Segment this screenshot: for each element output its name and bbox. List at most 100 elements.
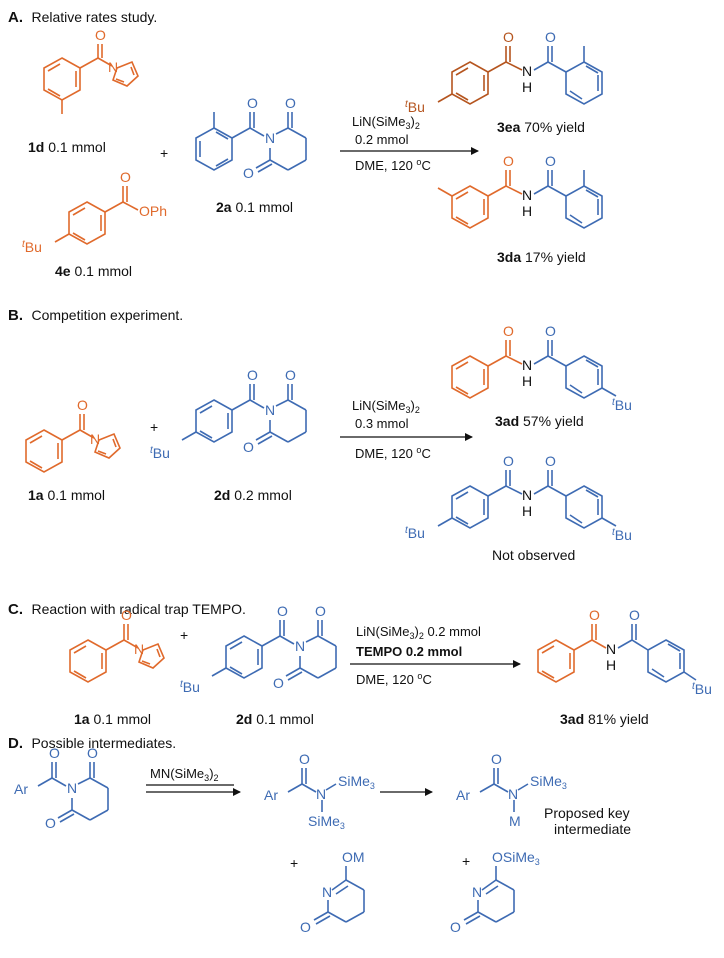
tempo-additive: TEMPO 0.2 mmol xyxy=(356,644,462,659)
molecule-1a-c xyxy=(69,624,165,683)
molecule-2d-c xyxy=(211,620,337,681)
atom-tbu: tBu xyxy=(405,99,425,115)
reagent-lihmds: LiN(SiMe3)2 0.2 mmol xyxy=(356,624,481,641)
atom-ar: Ar xyxy=(456,787,470,803)
reagent-lihmds: LiN(SiMe3)2 xyxy=(352,114,420,131)
atom-o: O xyxy=(95,27,106,43)
atom-o: O xyxy=(285,95,296,111)
section-a: A. Relative rates study. O N 1d 0.1 mmol xyxy=(8,9,603,279)
section-d-heading: D. Possible intermediates. xyxy=(8,735,176,752)
molecule-2d xyxy=(181,384,307,445)
atom-o: O xyxy=(629,607,640,623)
section-c: C. Reaction with radical trap TEMPO. O N… xyxy=(8,601,712,727)
reagent-amount: 0.2 mmol xyxy=(355,132,409,147)
molecule-not-observed xyxy=(437,470,617,529)
label-2d: 2d 0.2 mmol xyxy=(214,487,292,503)
atom-nh: N xyxy=(522,357,532,373)
atom-o: O xyxy=(503,453,514,469)
molecule-1d xyxy=(43,44,139,114)
solvent-temp: DME, 120 oC xyxy=(355,157,431,173)
atom-tbu: tBu xyxy=(22,239,42,255)
plus-sign: + xyxy=(290,855,298,871)
solvent-temp: DME, 120 oC xyxy=(356,671,432,687)
molecule-silyl-iminoether xyxy=(463,866,515,925)
molecule-3ea xyxy=(437,46,603,105)
atom-o: O xyxy=(77,397,88,413)
reagent-mhmds: MN(SiMe3)2 xyxy=(150,766,219,783)
label-2d: 2d 0.1 mmol xyxy=(236,711,314,727)
atom-nh: N xyxy=(522,187,532,203)
atom-sime3: SiMe3 xyxy=(308,813,345,831)
intermediate-label: intermediate xyxy=(554,821,631,837)
label-3ad: 3ad 81% yield xyxy=(560,711,649,727)
solvent-temp: DME, 120 oC xyxy=(355,445,431,461)
atom-o: O xyxy=(545,29,556,45)
atom-o: O xyxy=(315,603,326,619)
atom-nh: N xyxy=(522,487,532,503)
atom-o: O xyxy=(299,751,310,767)
section-c-heading: C. Reaction with radical trap TEMPO. xyxy=(8,601,246,618)
atom-sime3: SiMe3 xyxy=(338,773,375,791)
section-b-heading: B. Competition experiment. xyxy=(8,307,183,324)
atom-n: N xyxy=(90,431,100,447)
atom-sime3: SiMe3 xyxy=(530,773,567,791)
not-observed-label: Not observed xyxy=(492,547,575,563)
atom-o: O xyxy=(503,29,514,45)
atom-o: O xyxy=(45,815,56,831)
atom-h: H xyxy=(522,79,532,95)
atom-o: O xyxy=(545,453,556,469)
atom-ar: Ar xyxy=(264,787,278,803)
atom-osime3: OSiMe3 xyxy=(492,849,540,867)
atom-tbu: tBu xyxy=(692,681,712,697)
atom-o: O xyxy=(285,367,296,383)
atom-oph: OPh xyxy=(139,203,167,219)
atom-o: O xyxy=(450,919,461,935)
atom-h: H xyxy=(522,373,532,389)
atom-o: O xyxy=(247,367,258,383)
reagent-amount: 0.3 mmol xyxy=(355,416,409,431)
atom-n: N xyxy=(472,884,482,900)
atom-o: O xyxy=(300,919,311,935)
atom-tbu: tBu xyxy=(150,445,170,461)
atom-h: H xyxy=(522,203,532,219)
label-1d: 1d 0.1 mmol xyxy=(28,139,106,155)
label-3ad: 3ad 57% yield xyxy=(495,413,584,429)
section-a-heading: A. Relative rates study. xyxy=(8,9,157,26)
plus-sign: + xyxy=(462,853,470,869)
label-3da: 3da 17% yield xyxy=(497,249,586,265)
label-4e: 4e 0.1 mmol xyxy=(55,263,132,279)
atom-h: H xyxy=(606,657,616,673)
atom-o: O xyxy=(49,745,60,761)
atom-o: O xyxy=(277,603,288,619)
atom-tbu: tBu xyxy=(612,397,632,413)
proposed-key-label: Proposed key xyxy=(544,805,630,821)
atom-nh: N xyxy=(606,641,616,657)
atom-o: O xyxy=(273,675,284,691)
atom-o: O xyxy=(503,323,514,339)
atom-o: O xyxy=(243,439,254,455)
atom-om: OM xyxy=(342,849,365,865)
molecule-3ad-c xyxy=(537,624,697,683)
plus-sign: + xyxy=(180,627,188,643)
atom-tbu: tBu xyxy=(612,527,632,543)
atom-o: O xyxy=(503,153,514,169)
label-1a: 1a 0.1 mmol xyxy=(28,487,105,503)
plus-sign: + xyxy=(150,419,158,435)
atom-nh: N xyxy=(522,63,532,79)
atom-h: H xyxy=(522,503,532,519)
label-1a: 1a 0.1 mmol xyxy=(74,711,151,727)
molecule-4e xyxy=(54,186,139,245)
molecule-metal-amide xyxy=(479,768,529,812)
atom-n: N xyxy=(295,638,305,654)
molecule-iminolate-m xyxy=(313,866,365,925)
molecule-ar-imide xyxy=(37,762,109,823)
molecule-2a xyxy=(195,112,307,173)
atom-n: N xyxy=(134,641,144,657)
reagent-lihmds: LiN(SiMe3)2 xyxy=(352,398,420,415)
molecule-3ad-b xyxy=(451,340,617,399)
atom-o: O xyxy=(120,169,131,185)
atom-n: N xyxy=(508,786,518,802)
atom-n: N xyxy=(322,884,332,900)
atom-o: O xyxy=(247,95,258,111)
